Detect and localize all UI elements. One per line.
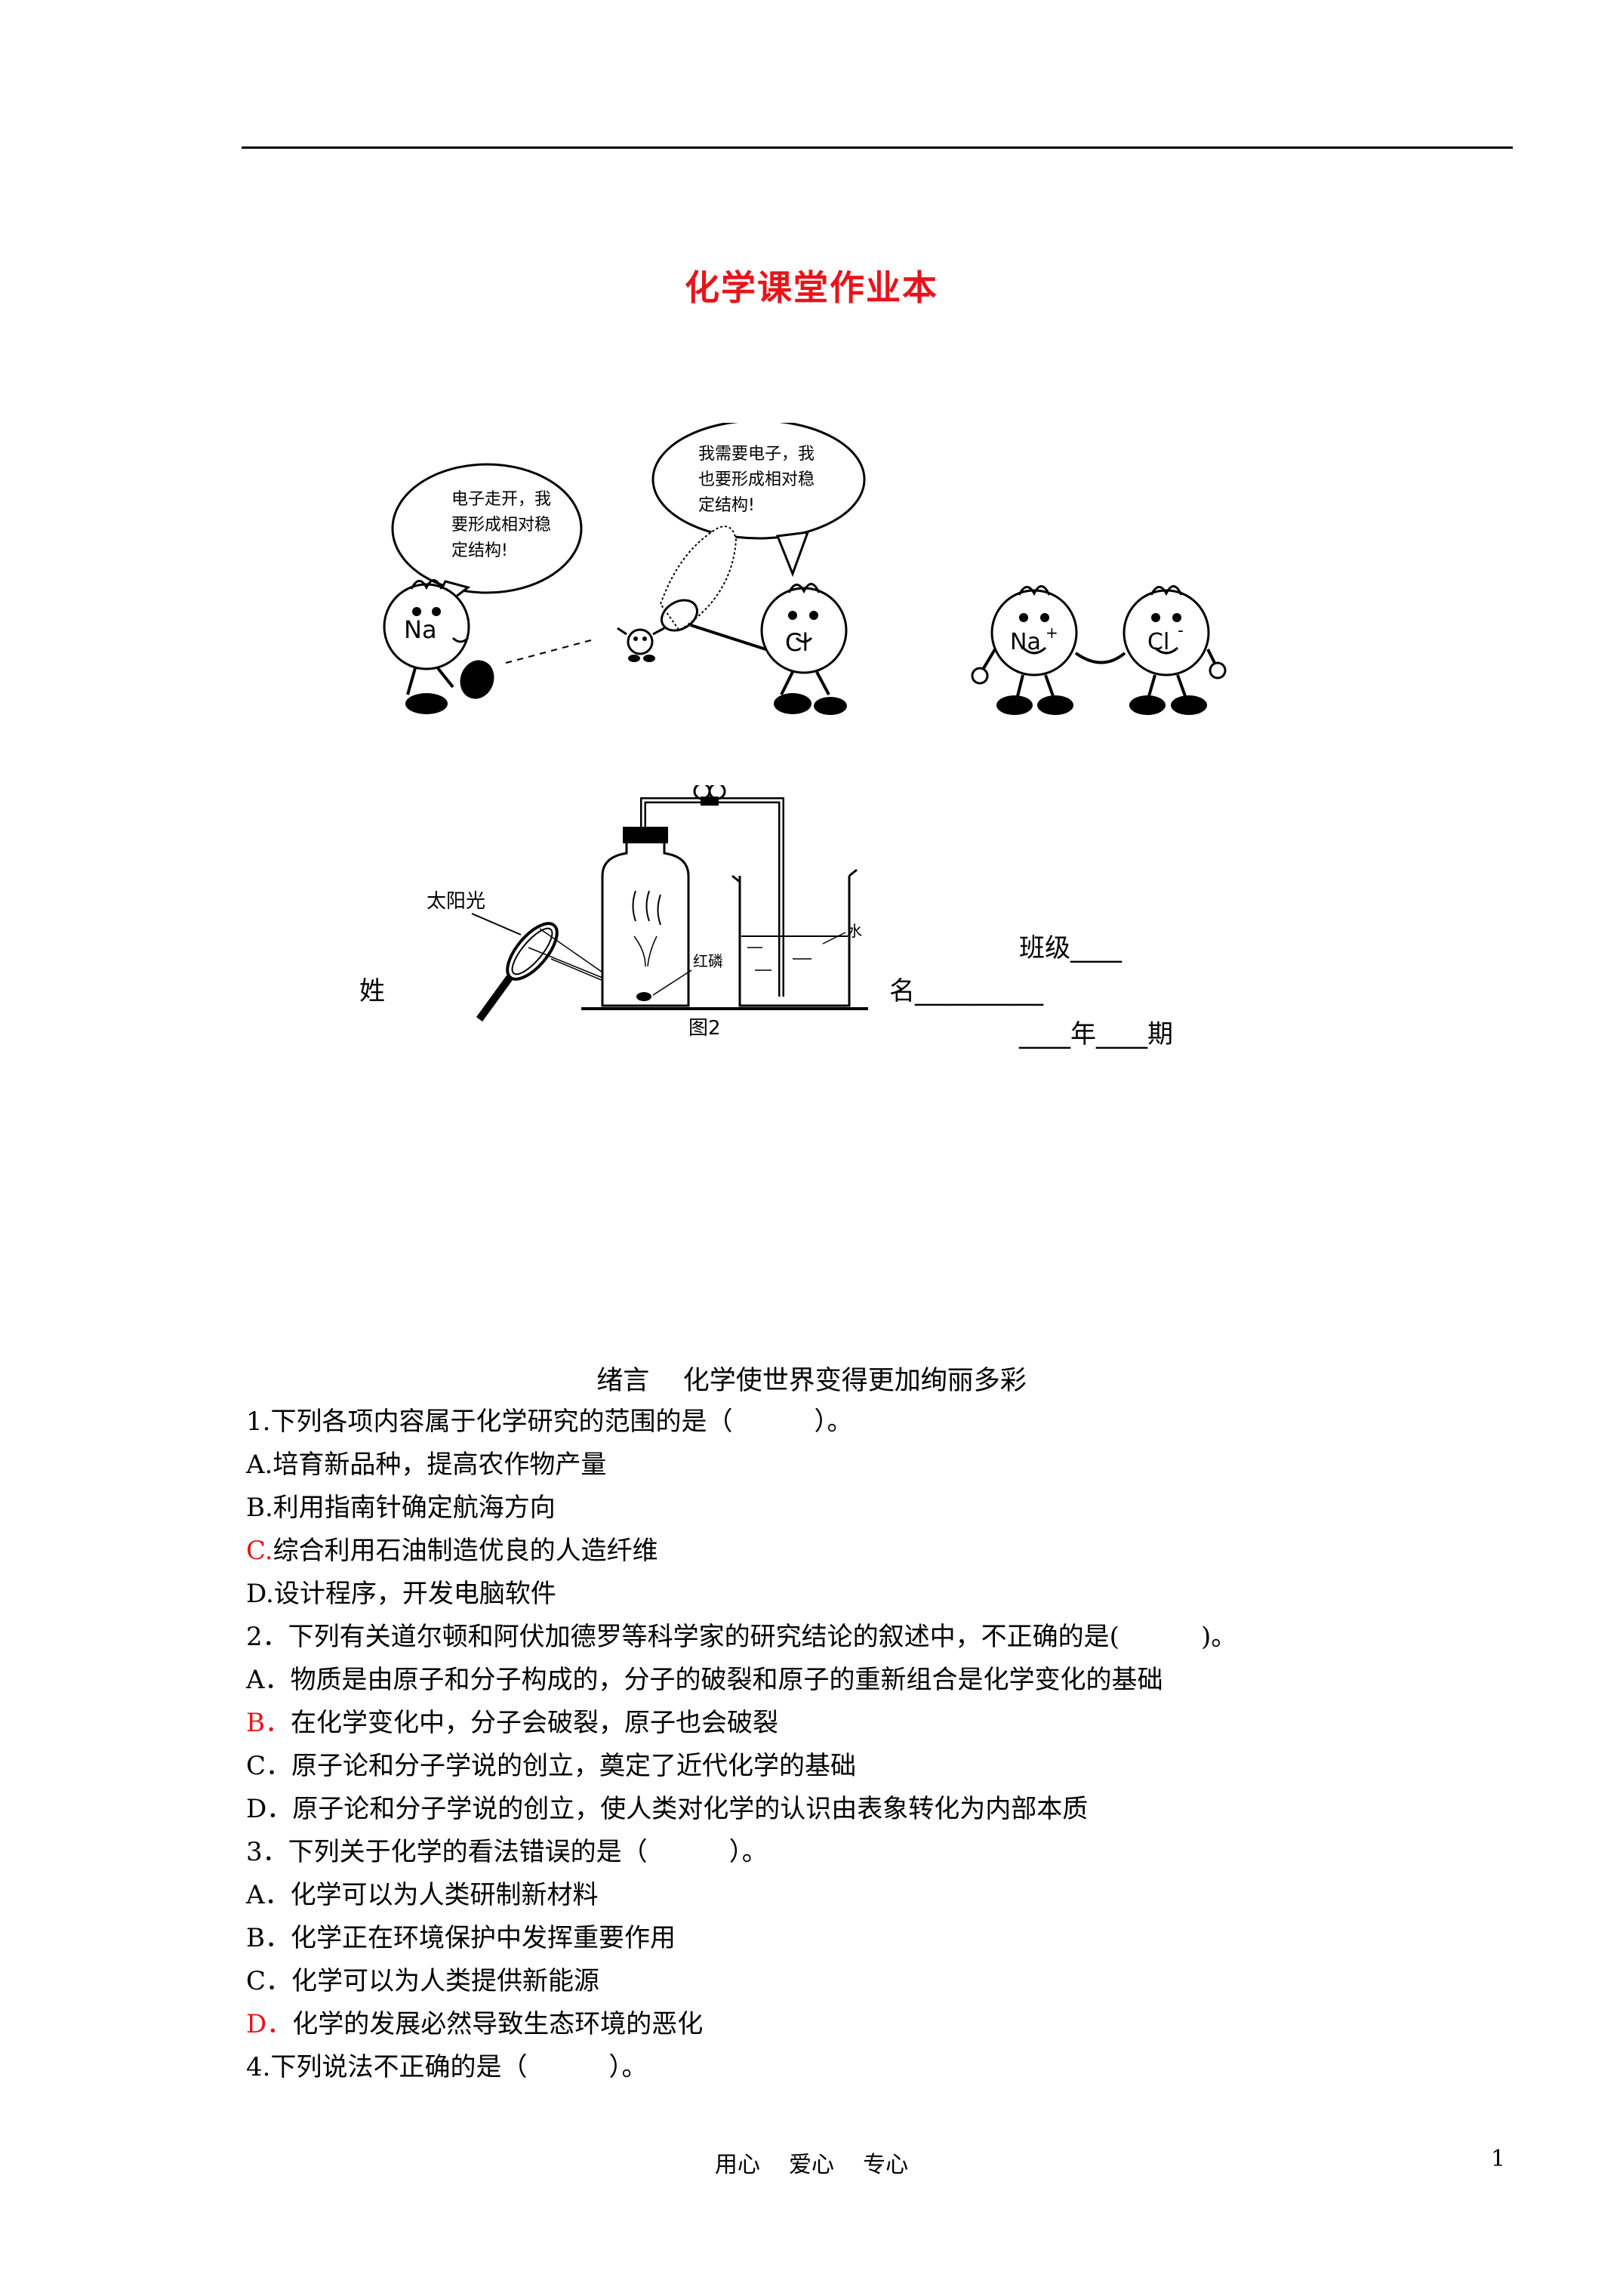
na-bubble-line-1: 电子走开，我 — [451, 490, 551, 509]
class-field[interactable]: 班级____ — [1019, 933, 1122, 963]
cl-atom-label: Cl — [785, 628, 808, 657]
section-title: 绪言 化学使世界变得更加绚丽多彩 — [596, 1366, 1027, 1396]
ionic-bond-cartoon: 电子走开，我 要形成相对稳 定结构! 我需要电子，我 也要形成相对稳 定结构! … — [383, 423, 1227, 715]
term-field[interactable]: ____年____期 — [1019, 1019, 1173, 1049]
cl-bubble-line-3: 定结构! — [698, 496, 755, 515]
water-label: 水 — [847, 922, 862, 940]
question-1-option-c: C.综合利用石油制造优良的人造纤维 — [246, 1536, 658, 1566]
question-4-stem: 4.下列说法不正确的是（ ）。 — [246, 2052, 648, 2082]
page-title: 化学课堂作业本 — [685, 267, 938, 308]
question-2-option-c: C．原子论和分子学说的创立，奠定了近代化学的基础 — [246, 1751, 857, 1781]
question-1-option-a: A.培育新品种，提高农作物产量 — [246, 1450, 607, 1480]
na-ion-character: Na + — [971, 585, 1078, 715]
name-field[interactable]: 名__________ — [889, 976, 1043, 1006]
question-1-stem: 1.下列各项内容属于化学研究的范围的是（ ）。 — [246, 1407, 853, 1437]
question-2-option-b: B．在化学变化中，分子会破裂，原子也会破裂 — [246, 1708, 778, 1738]
question-3-stem: 3．下列关于化学的看法错误的是（ ）。 — [246, 1837, 768, 1867]
question-1-option-b: B.利用指南针确定航海方向 — [246, 1493, 556, 1523]
question-3-option-d: D．化学的发展必然导致生态环境的恶化 — [246, 2009, 704, 2039]
red-phosphorus-apparatus: 太阳光 红磷 水 图2 — [427, 785, 868, 1040]
surname-label: 姓 — [359, 976, 385, 1006]
question-3-option-b: B．化学正在环境保护中发挥重要作用 — [246, 1923, 676, 1953]
gas-bottle — [601, 827, 690, 1007]
cl-ion-label: Cl — [1147, 629, 1169, 655]
na-atom-character: Na — [383, 579, 494, 714]
na-speech-bubble: 电子走开，我 要形成相对稳 定结构! — [391, 463, 583, 621]
answer-marker: D． — [246, 2009, 293, 2039]
question-3-option-c: C．化学可以为人类提供新能源 — [246, 1966, 600, 1996]
na-ion-label: Na — [1010, 629, 1041, 655]
question-2-option-d: D．原子论和分子学说的创立，使人类对化学的认识由表象转化为内部本质 — [246, 1794, 1089, 1824]
cl-atom-character: Cl — [760, 583, 848, 715]
question-3-option-a: A．化学可以为人类研制新材料 — [246, 1880, 599, 1910]
butterfly-net — [659, 525, 778, 655]
cl-speech-bubble: 我需要电子，我 也要形成相对稳 定结构! — [651, 423, 866, 578]
page-number: 1 — [1491, 2146, 1506, 2172]
figure-caption: 图2 — [688, 1017, 721, 1040]
cl-bubble-line-2: 也要形成相对稳 — [698, 470, 815, 489]
question-2-option-a: A．物质是由原子和分子构成的，分子的破裂和原子的重新组合是化学变化的基础 — [246, 1665, 1163, 1695]
answer-marker: C. — [246, 1536, 273, 1566]
question-2-stem: 2．下列有关道尔顿和阿伏加德罗等科学家的研究结论的叙述中，不正确的是( )。 — [246, 1622, 1237, 1652]
sunlight-label: 太阳光 — [427, 890, 485, 913]
header-rule — [242, 146, 1513, 149]
footer-motto: 用心 爱心 专心 — [714, 2152, 909, 2178]
cl-bubble-line-1: 我需要电子，我 — [698, 445, 815, 464]
na-ion-charge: + — [1046, 624, 1058, 642]
electron-character — [617, 627, 665, 662]
question-1-option-d: D.设计程序，开发电脑软件 — [246, 1579, 556, 1609]
holding-hands — [1074, 652, 1126, 664]
magnifying-glass — [476, 922, 559, 1022]
cl-ion-charge: - — [1178, 621, 1184, 640]
red-phosphorus-label: 红磷 — [693, 952, 723, 970]
electron-trail — [505, 639, 592, 664]
clamp-icon — [693, 785, 726, 806]
na-bubble-line-2: 要形成相对稳 — [451, 516, 551, 535]
answer-marker: B． — [246, 1708, 291, 1738]
cl-ion-character: Cl - — [1123, 585, 1227, 715]
beaker — [731, 868, 858, 1007]
na-bubble-line-3: 定结构! — [451, 541, 508, 560]
na-atom-label: Na — [404, 615, 437, 644]
